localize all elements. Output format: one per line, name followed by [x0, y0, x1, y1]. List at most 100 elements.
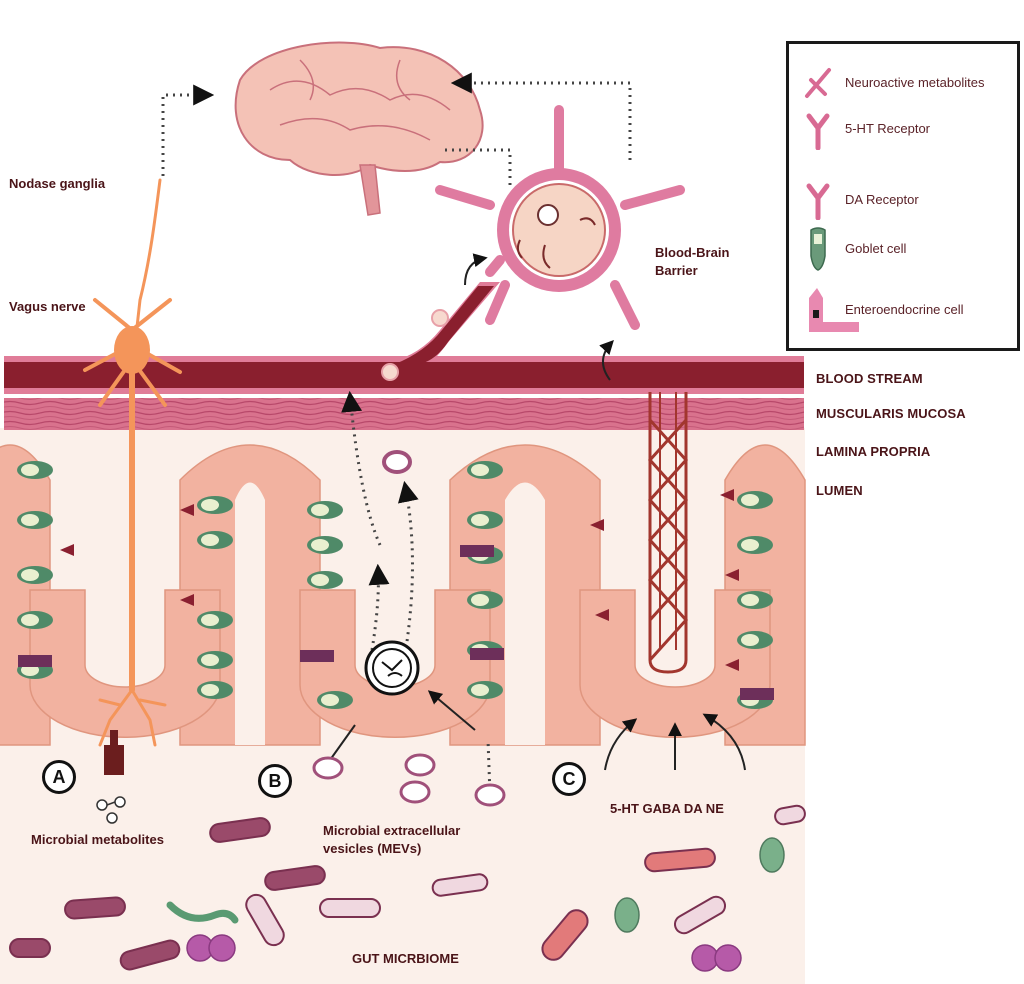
goblet-cell-granules: [311, 539, 329, 551]
brain-illustration: [234, 41, 484, 216]
vagus-nerve-label: Vagus nerve: [9, 299, 86, 314]
receptor-marker: [180, 594, 194, 606]
nodose-ganglia-label: Nodase ganglia: [9, 176, 106, 191]
goblet-cell-granules: [201, 684, 219, 696]
goblet-cell-granules: [741, 594, 759, 606]
enteroendocrine-cell: [740, 688, 774, 700]
gut-microbiome-label: GUT MICRBIOME: [352, 951, 459, 966]
coccus-bacterium: [208, 934, 236, 962]
villus-core: [505, 482, 545, 745]
microbial-metabolite-molecule: [96, 796, 126, 824]
receptor-marker: [720, 489, 734, 501]
enteroendocrine-cell-icon: [809, 288, 859, 332]
goblet-cell-granules: [311, 574, 329, 586]
goblet-cell-granules: [741, 494, 759, 506]
gut-microbiome-bacteria: [9, 450, 806, 972]
enteroendocrine-cell: [300, 650, 334, 662]
goblet-cell-granules: [201, 534, 219, 546]
mev-particle: [382, 450, 412, 474]
goblet-cell-granules: [201, 614, 219, 626]
pathway-tag-b: B: [258, 764, 292, 798]
mevs-label-line2: vesicles (MEVs): [323, 841, 422, 856]
goblet-cell-granules: [471, 514, 489, 526]
goblet-cell-granules: [201, 499, 219, 511]
goblet-cell-granules: [321, 694, 339, 706]
goblet-cell-granules: [471, 594, 489, 606]
mevs-label-line1: Microbial extracellular: [323, 823, 461, 838]
enteroendocrine-cell: [460, 545, 494, 557]
intestinal-villi: [0, 444, 806, 746]
layer-label-blood-stream: BLOOD STREAM: [816, 371, 923, 386]
goblet-cell-granules: [471, 684, 489, 696]
legend-label-goblet-cell: Goblet cell: [845, 241, 907, 256]
goblet-cell-granules: [21, 464, 39, 476]
rod-bacterium: [119, 939, 181, 971]
flagellated-bacterium: [614, 897, 640, 933]
muscularis-mucosa: [4, 398, 804, 430]
legend-label-enteroendocrine-cell: Enteroendocrine cell: [845, 302, 964, 317]
enteroendocrine-cell-a: [104, 730, 124, 775]
rod-bacterium: [209, 817, 271, 843]
rod-bacterium: [774, 804, 806, 826]
da-receptor-icon: [806, 183, 830, 220]
layer-label-lumen: LUMEN: [816, 483, 863, 498]
goblet-cell-icon: [810, 227, 826, 271]
rod-bacterium: [264, 865, 326, 891]
layer-label-muscularis-mucosa: MUSCULARIS MUCOSA: [816, 406, 966, 421]
pathway-tag-c: C: [552, 762, 586, 796]
goblet-cell-granules: [21, 614, 39, 626]
blood-brain-barrier-astrocyte: [435, 105, 685, 330]
rod-bacterium: [541, 909, 589, 961]
goblet-cell-granules: [21, 514, 39, 526]
goblet-cell-granules: [471, 464, 489, 476]
coccus-bacterium: [714, 944, 742, 972]
mev-particle: [312, 756, 344, 780]
signal-pathways: [161, 72, 632, 796]
legend-label-5ht-receptor: 5-HT Receptor: [845, 121, 931, 136]
rod-bacterium: [431, 873, 489, 897]
rod-bacterium: [319, 898, 381, 918]
spiral-bacterium: [166, 901, 239, 924]
mev-particle: [474, 783, 506, 807]
receptor-marker: [590, 519, 604, 531]
rod-bacterium: [9, 938, 51, 958]
mev-particle: [404, 753, 436, 777]
receptor-marker: [725, 569, 739, 581]
mev-particle: [399, 780, 431, 804]
enteroendocrine-cell: [470, 648, 504, 660]
bbb-label-line1: Blood-Brain: [655, 245, 730, 260]
neuron-cell-body: [114, 326, 150, 374]
goblet-cell-granules: [741, 634, 759, 646]
microbial-metabolites-label: Microbial metabolites: [31, 832, 164, 847]
solid-arrows: [329, 253, 746, 771]
legend-label-neuroactive-metabolites: Neuroactive metabolites: [845, 75, 985, 90]
rod-bacterium: [64, 896, 126, 920]
mev-vesicle: [364, 640, 420, 696]
enteroendocrine-cell: [18, 655, 52, 667]
flagellated-bacterium: [759, 837, 785, 873]
capillary-network: [647, 392, 689, 674]
5ht-receptor-icon: [806, 113, 830, 150]
bbb-label-line2: Barrier: [655, 263, 698, 278]
coccus-bacterium: [691, 944, 719, 972]
rod-bacterium: [644, 847, 716, 873]
legend-box: Neuroactive metabolites 5-HT Receptor DA…: [786, 41, 1020, 351]
goblet-cell-granules: [741, 539, 759, 551]
villus-core: [235, 482, 265, 745]
rod-bacterium: [673, 895, 727, 935]
vagus-nerve-neuron: [83, 178, 182, 747]
neuroactive-metabolite-icon: [805, 68, 831, 98]
rod-bacterium: [245, 893, 285, 947]
neurotransmitters-label: 5-HT GABA DA NE: [610, 801, 724, 816]
receptor-marker: [180, 504, 194, 516]
crypt-epithelium: [29, 589, 221, 738]
legend-label-da-receptor: DA Receptor: [845, 192, 919, 207]
receptor-marker: [60, 544, 74, 556]
receptor-marker: [725, 659, 739, 671]
receptor-marker: [595, 609, 609, 621]
pathway-tag-a: A: [42, 760, 76, 794]
goblet-cell-granules: [201, 654, 219, 666]
goblet-cell-granules: [21, 569, 39, 581]
layer-label-lamina-propria: LAMINA PROPRIA: [816, 444, 931, 459]
